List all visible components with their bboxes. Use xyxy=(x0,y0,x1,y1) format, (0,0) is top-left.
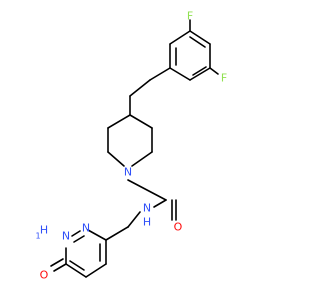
bond xyxy=(189,67,211,81)
atom-label: N xyxy=(82,222,90,235)
nitrogen-atom: N xyxy=(82,222,90,235)
atom-label: F xyxy=(187,10,193,23)
atom-label: O xyxy=(174,221,183,234)
ring-nh-group: H 1 N xyxy=(35,224,70,243)
bond xyxy=(169,30,191,45)
bond xyxy=(169,67,191,81)
bond xyxy=(129,79,151,97)
atom-label: N xyxy=(124,166,132,179)
bond xyxy=(71,230,81,237)
bond xyxy=(53,263,67,272)
fluorine-atom: F xyxy=(187,10,193,23)
molecule-structure: F F N O N H H 1 N xyxy=(35,10,227,282)
bond-double xyxy=(189,36,206,48)
bond-layer xyxy=(50,19,219,278)
hydrogen-label: H xyxy=(143,216,151,229)
oxygen-atom: O xyxy=(40,269,49,282)
amide-nh-group: N H xyxy=(143,202,151,229)
oxygen-atom: O xyxy=(174,221,183,234)
bond xyxy=(127,179,167,201)
structure-canvas: F F N O N H H 1 N xyxy=(35,9,228,282)
atom-label: O xyxy=(40,269,49,282)
fluorine-atom: F xyxy=(221,72,227,85)
bond xyxy=(127,211,141,228)
atom-label: N xyxy=(143,202,151,215)
locant-label: 1 xyxy=(35,232,40,241)
bond xyxy=(189,30,211,45)
hydrogen-label: H xyxy=(40,224,48,237)
bond xyxy=(65,263,87,278)
bond-double xyxy=(69,260,85,271)
bond xyxy=(131,151,153,167)
bond xyxy=(107,151,125,167)
bond xyxy=(85,263,107,278)
bond-double xyxy=(50,258,64,267)
bond xyxy=(209,67,219,75)
bond-double xyxy=(192,66,207,76)
bond xyxy=(107,114,131,129)
atom-label: N xyxy=(62,230,70,243)
atom-layer: F F N O N H H 1 N xyxy=(35,10,227,282)
bond xyxy=(129,114,153,129)
atom-label: F xyxy=(221,72,227,85)
bond-double xyxy=(73,235,85,243)
nitrogen-atom: N xyxy=(124,166,132,179)
bond xyxy=(153,199,167,208)
bond xyxy=(105,226,129,241)
bond xyxy=(149,67,171,81)
bond xyxy=(87,229,107,241)
